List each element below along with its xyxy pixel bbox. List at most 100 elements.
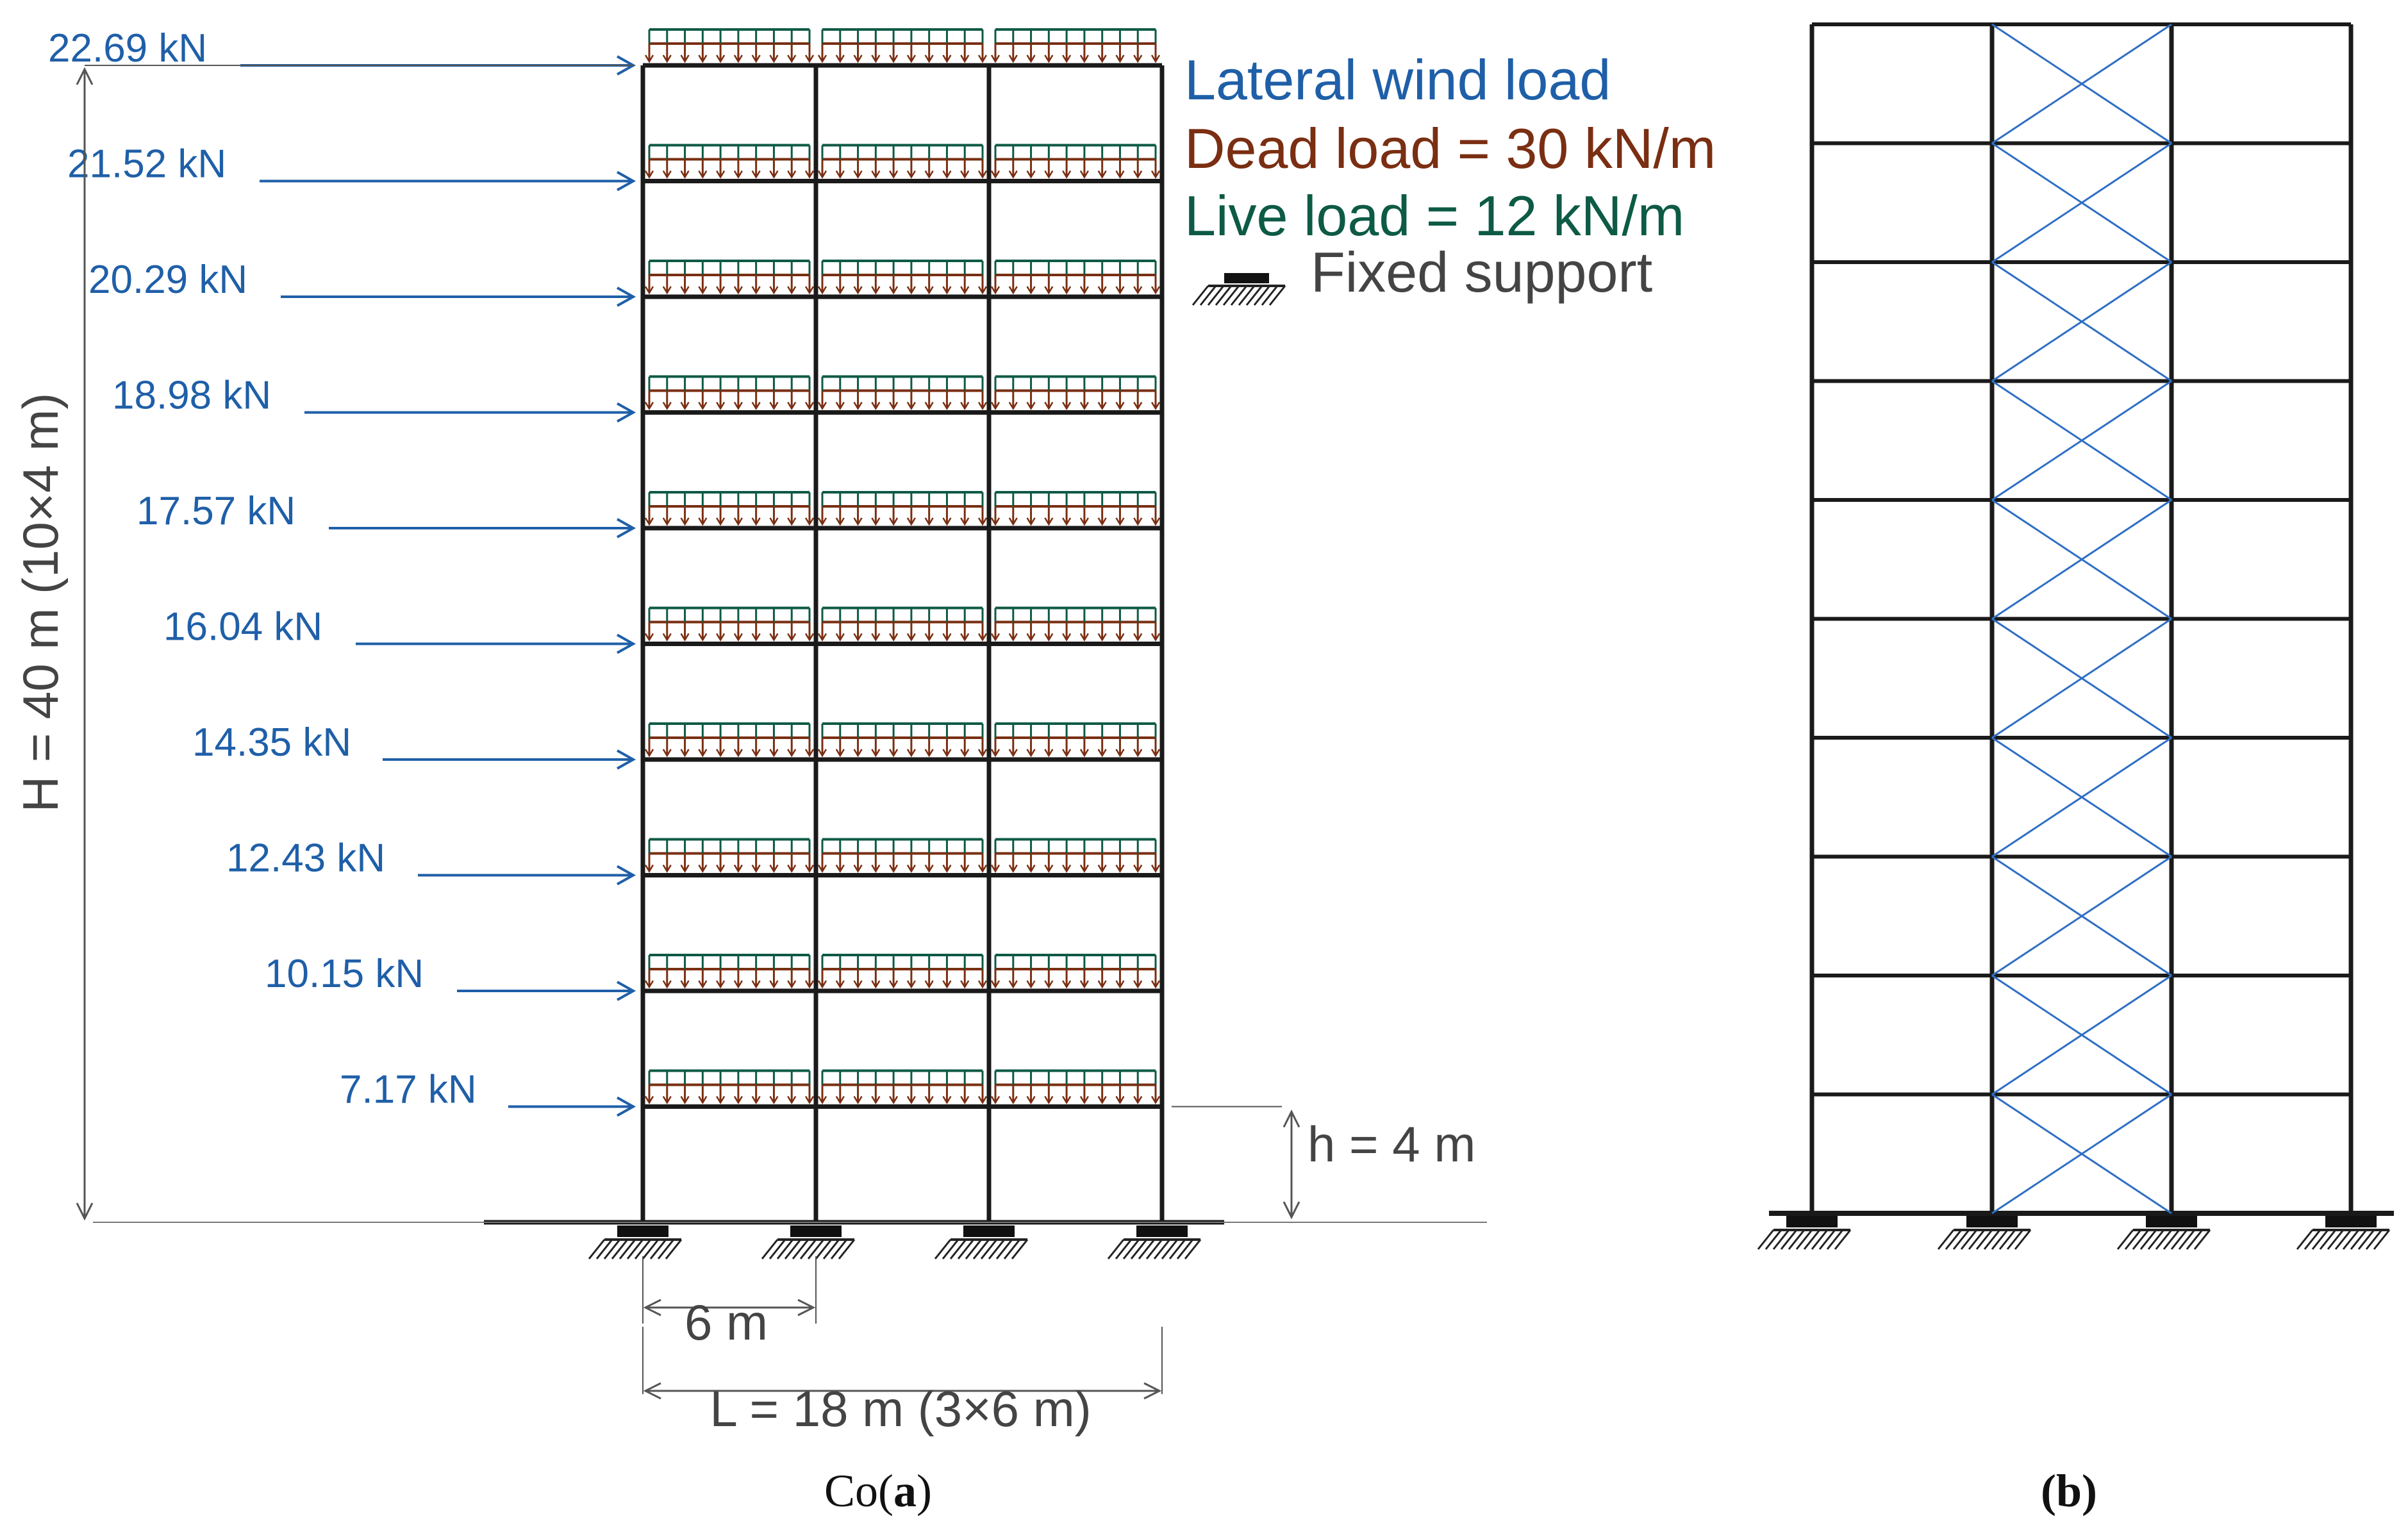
fixed-support-a <box>588 1225 683 1259</box>
brace-diagonal <box>1991 23 2172 144</box>
dead-load-arrow <box>977 286 988 295</box>
dead-load-arrow <box>733 170 743 179</box>
dead-load-arrow <box>716 1095 726 1104</box>
dead-load-arrow <box>942 54 952 63</box>
dead-load-arrow <box>1097 749 1107 758</box>
support-block <box>2146 1216 2197 1227</box>
dead-load-arrow <box>817 864 827 873</box>
dead-load-arrow <box>716 633 726 642</box>
hatch-line <box>1975 1229 1993 1250</box>
storey-dim-arrow-bottom <box>1283 1201 1300 1220</box>
dead-load-arrow <box>1079 749 1089 758</box>
hatch-line <box>1230 285 1248 306</box>
storey-height-label: h = 4 m <box>1308 1116 1475 1172</box>
dead-load-arrow <box>698 54 708 63</box>
dead-load-arrow <box>1133 980 1143 989</box>
dead-load-arrow <box>662 54 672 63</box>
hatch-line <box>1968 1229 1986 1250</box>
wind-load-label: 10.15 kN <box>265 952 424 996</box>
dead-load-arrow <box>716 286 726 295</box>
bay-load <box>990 375 1161 410</box>
wind-arrowhead <box>617 633 636 654</box>
hatch-line <box>2155 1229 2173 1250</box>
hatch-line <box>2116 1229 2134 1250</box>
dead-load-arrow <box>733 1095 743 1104</box>
dead-load-arrow <box>787 864 797 873</box>
dead-load-arrow <box>924 749 934 758</box>
dead-load-arrow <box>960 864 970 873</box>
dead-load-arrow <box>1133 54 1143 63</box>
dead-load-arrow <box>1079 170 1089 179</box>
dead-load-arrow <box>1097 401 1107 410</box>
dead-load-arrow <box>662 749 672 758</box>
hatch-line <box>2350 1229 2368 1250</box>
dead-load-arrow <box>751 401 761 410</box>
dead-load-arrow <box>1026 864 1036 873</box>
dead-load-arrow <box>906 517 916 526</box>
dead-load-arrow <box>662 864 672 873</box>
wind-load-label: 16.04 kN <box>163 605 322 649</box>
brace-diagonal <box>1991 499 2172 620</box>
dead-load-arrow <box>889 633 899 642</box>
dead-load-arrow <box>990 401 1001 410</box>
bay-load <box>644 144 815 179</box>
hatch-line <box>830 1239 848 1259</box>
hatch-line <box>1803 1229 1821 1250</box>
dead-load-arrow <box>769 1095 779 1104</box>
fixed-support-b <box>2296 1216 2391 1250</box>
dead-load-arrow <box>889 286 899 295</box>
wind-arrowhead <box>617 981 636 1001</box>
hatch-line <box>2014 1229 2032 1250</box>
dead-load-arrow <box>1008 864 1018 873</box>
hatch-line <box>838 1239 856 1259</box>
dead-load-arrow <box>769 401 779 410</box>
height-dimension-label: H = 40 m (10×4 m) <box>12 393 69 813</box>
dead-load-arrow <box>1008 1095 1018 1104</box>
dead-load-arrow <box>1079 1095 1089 1104</box>
bay-load <box>990 144 1161 179</box>
bay-load <box>644 722 815 758</box>
dead-load-arrow <box>804 1095 815 1104</box>
length-dim-arrow <box>1143 1382 1162 1400</box>
dead-load-arrow <box>906 749 916 758</box>
hatch-line <box>1268 285 1286 306</box>
legend-wind: Lateral wind load <box>1184 48 1611 112</box>
dead-load-arrow <box>906 54 916 63</box>
hatch-line <box>2365 1229 2383 1250</box>
dead-load-arrow <box>924 286 934 295</box>
dead-load-arrow <box>990 286 1001 295</box>
hatch-line <box>1952 1229 1970 1250</box>
dead-load-arrow <box>662 980 672 989</box>
bay-load <box>644 606 815 642</box>
dead-load-arrow <box>733 633 743 642</box>
dead-load-arrow <box>1008 633 1018 642</box>
dead-load-arrow <box>817 1095 827 1104</box>
caption-b: (b) <box>2041 1465 2097 1516</box>
dead-load-arrow <box>1044 749 1054 758</box>
dead-load-arrow <box>1062 980 1072 989</box>
hatch-line <box>1811 1229 1829 1250</box>
dead-load-arrow <box>644 401 654 410</box>
fixed-support-icon <box>1192 273 1286 306</box>
dead-load-arrow <box>817 633 827 642</box>
dead-load-arrow <box>942 517 952 526</box>
bay-load <box>644 375 815 410</box>
dead-load-arrow <box>804 633 815 642</box>
hatch-line <box>1945 1229 1963 1250</box>
dead-load-arrow <box>871 864 881 873</box>
hatch-line <box>2311 1229 2329 1250</box>
hatch-line <box>1003 1239 1021 1259</box>
dead-load-arrow <box>906 980 916 989</box>
dead-load-arrow <box>835 54 845 63</box>
dead-load-arrow <box>924 170 934 179</box>
dead-load-arrow <box>1079 633 1089 642</box>
dead-load-arrow <box>1115 980 1125 989</box>
fixed-support-a <box>1107 1225 1202 1259</box>
dead-load-arrow <box>1097 980 1107 989</box>
dead-load-arrow <box>977 1095 988 1104</box>
hatch-line <box>649 1239 667 1259</box>
dead-load-arrow <box>924 517 934 526</box>
brace-diagonal <box>1991 261 2172 382</box>
hatch-line <box>2163 1229 2180 1250</box>
